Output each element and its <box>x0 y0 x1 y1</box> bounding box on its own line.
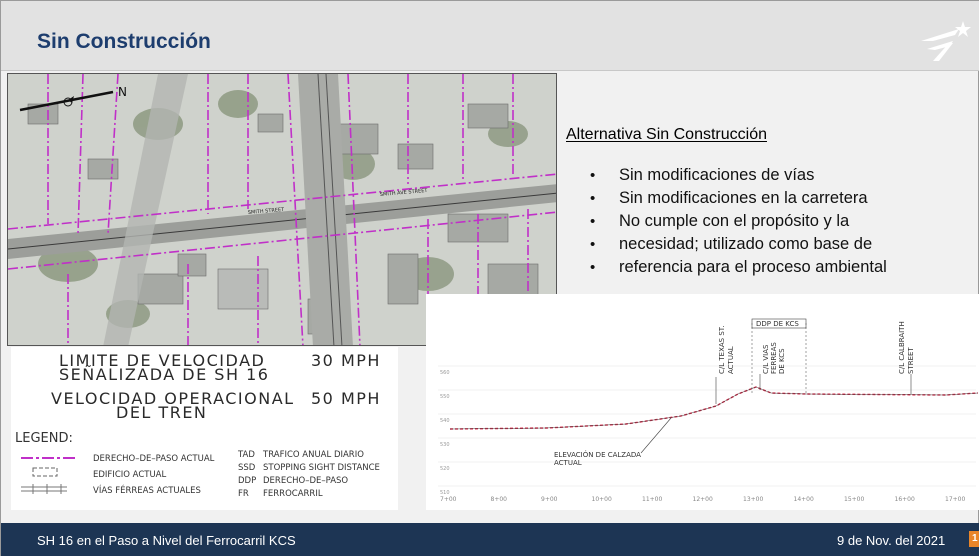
bullet-item: referencia para el proceso ambiental <box>566 256 976 279</box>
x-tick-label: 11+00 <box>642 496 662 503</box>
bullet-list: Sin modificaciones de vías Sin modificac… <box>566 164 976 279</box>
txdot-logo-icon <box>921 21 971 61</box>
street-label: SMITH STREET <box>248 207 286 216</box>
x-tick-label: 16+00 <box>895 496 915 503</box>
alternative-description: Alternativa Sin Construcción Sin modific… <box>566 126 976 279</box>
profile-svg: 7+00 8+00 9+00 10+00 11+00 12+00 13+00 14+00 15+… <box>438 318 979 503</box>
y-tick-label: 510 <box>440 490 450 496</box>
page-number: 1 <box>969 531 979 547</box>
train-speed-sublabel: DEL TREN <box>116 403 208 422</box>
legend-abbr-desc: TRAFICO ANUAL DIARIO <box>263 450 364 460</box>
north-label: N <box>118 85 127 99</box>
street-label: SMITH AVE STREET <box>380 188 429 198</box>
bullet-item: Sin modificaciones en la carretera <box>566 187 976 210</box>
legend-abbr-desc: FERROCARRIL <box>263 489 323 499</box>
x-tick-label: 13+00 <box>743 496 763 503</box>
road-profile-drawing: 7+00 8+00 9+00 10+00 11+00 12+00 13+00 14+00 15+… <box>426 294 979 510</box>
train-speed-value: 50 MPH <box>311 389 381 408</box>
legend-label: DERECHO–DE–PASO ACTUAL <box>93 454 215 464</box>
x-tick-label: 10+00 <box>592 496 612 503</box>
profile-callout: ACTUAL <box>727 346 735 374</box>
x-tick-label: 17+00 <box>945 496 965 503</box>
legend-title: LEGEND: <box>15 431 73 446</box>
x-tick-label: 8+00 <box>491 496 508 503</box>
speed-limit-value: 30 MPH <box>311 351 381 370</box>
slide-title: Sin Construcción <box>37 30 211 53</box>
profile-callout: C/L TEXAS ST. <box>718 326 726 374</box>
bullet-item: Sin modificaciones de vías <box>566 164 976 187</box>
y-tick-label: 530 <box>440 442 450 448</box>
speed-limit-sublabel: SEÑALIZADA DE SH 16 <box>59 365 270 384</box>
alternative-title: Alternativa Sin Construcción <box>566 126 767 143</box>
y-tick-label: 520 <box>440 466 450 472</box>
x-tick-label: 14+00 <box>794 496 814 503</box>
profile-callout: DE KCS <box>778 348 786 374</box>
profile-callout: ELEVACIÓN DE CALZADA <box>554 450 641 459</box>
legend-abbr: DDP <box>238 476 257 486</box>
y-tick-label: 540 <box>440 418 450 424</box>
speed-limit-label: LIMITE DE VELOCIDAD <box>59 351 266 370</box>
x-tick-label: 7+00 <box>440 496 457 503</box>
legend-symbols <box>21 457 77 494</box>
legend-abbr: FR <box>238 489 249 499</box>
north-arrow-icon <box>19 90 114 112</box>
x-tick-label: 15+00 <box>844 496 864 503</box>
legend-abbr-desc: STOPPING SIGHT DISTANCE <box>263 463 380 473</box>
train-speed-label: VELOCIDAD OPERACIONAL <box>51 389 295 408</box>
profile-y-ticks: 560 550 540 530 520 510 <box>440 370 450 496</box>
legend-label: VÍAS FÉRREAS ACTUALES <box>93 486 201 496</box>
legend-abbr: SSD <box>238 463 256 473</box>
y-tick-label: 550 <box>440 394 450 400</box>
slide-footer <box>1 523 979 556</box>
legend-label: EDIFICIO ACTUAL <box>93 470 167 480</box>
bullet-item: necesidad; utilizado como base de <box>566 233 976 256</box>
bullet-item: No cumple con el propósito y la <box>566 210 976 233</box>
profile-callout: DDP DE KCS <box>756 320 799 328</box>
footer-project-title: SH 16 en el Paso a Nivel del Ferrocarril… <box>37 533 296 548</box>
profile-callout: C/L CALBRAITH <box>898 321 906 374</box>
x-tick-label: 9+00 <box>541 496 558 503</box>
x-tick-label: 12+00 <box>693 496 713 503</box>
y-tick-label: 560 <box>440 370 450 376</box>
footer-date: 9 de Nov. del 2021 <box>837 533 946 548</box>
profile-callout: ACTUAL <box>554 459 582 467</box>
aerial-map: N SMITH STREET SMITH AVE STREET <box>7 73 557 346</box>
profile-x-ticks: 7+00 8+00 9+00 10+00 11+00 12+00 13+00 14+00 15+… <box>440 496 965 503</box>
profile-callout: FERREAS <box>770 342 778 374</box>
legend-abbr-desc: DERECHO–DE–PASO <box>263 476 349 486</box>
legend-abbr: TAD <box>238 450 255 460</box>
speed-legend-panel: LIMITE DE VELOCIDAD SEÑALIZADA DE SH 16 … <box>11 347 398 510</box>
slide-header <box>1 1 979 71</box>
profile-callout: C/L VIAS <box>762 344 770 374</box>
profile-callout: STREET <box>907 347 915 374</box>
